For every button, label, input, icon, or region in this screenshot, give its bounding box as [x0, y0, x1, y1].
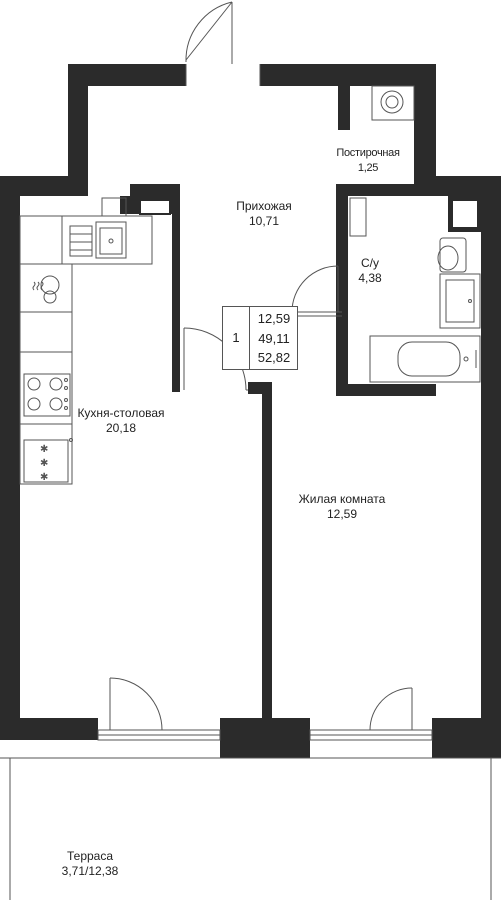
laundry-name: Постирочная — [336, 147, 400, 159]
kitchen-furniture — [19, 215, 153, 485]
living-area-value: 12,59 — [257, 311, 291, 326]
terrace-label: Терраса 3,71/12,38 — [62, 849, 119, 879]
bathroom-area: 4,38 — [358, 271, 382, 285]
terrace-doors — [109, 677, 413, 731]
apartment-summary: 1 12,59 49,11 52,82 — [222, 306, 298, 370]
living-label: Жилая комната 12,59 — [299, 492, 386, 522]
terrace-name: Терраса — [66, 849, 114, 863]
total-with-terrace-value: 52,82 — [257, 350, 291, 365]
svg-text:✱: ✱ — [40, 458, 48, 469]
hallway-name: Прихожая — [236, 199, 292, 213]
walls — [0, 64, 501, 758]
bathroom-label: С/у 4,38 — [358, 256, 381, 286]
laundry-washer — [371, 85, 415, 121]
living-name: Жилая комната — [298, 492, 386, 506]
laundry-label: Постирочная 1,25 — [336, 146, 400, 176]
wall-outlines — [101, 197, 479, 237]
hallway-area: 10,71 — [248, 214, 280, 228]
svg-text:✱: ✱ — [40, 444, 48, 455]
kitchen-area: 20,18 — [105, 421, 137, 435]
hallway-label: Прихожая 10,71 — [236, 199, 292, 229]
bathroom-name: С/у — [360, 256, 379, 270]
dishwasher-stars: ✱ ✱ ✱ — [40, 444, 48, 483]
rooms-count: 1 — [223, 307, 250, 369]
laundry-area: 1,25 — [357, 162, 379, 174]
terrace-area: 3,71/12,38 — [61, 864, 119, 878]
terrace — [0, 757, 501, 900]
living-area: 12,59 — [326, 507, 358, 521]
kitchen-name: Кухня-столовая — [77, 406, 165, 420]
kitchen-label: Кухня-столовая 20,18 — [77, 406, 164, 436]
bathroom-door — [291, 265, 342, 317]
bathroom-fixtures — [369, 237, 481, 383]
svg-text:✱: ✱ — [40, 472, 48, 483]
total-area-value: 49,11 — [258, 330, 290, 346]
entrance-door — [185, 1, 261, 86]
